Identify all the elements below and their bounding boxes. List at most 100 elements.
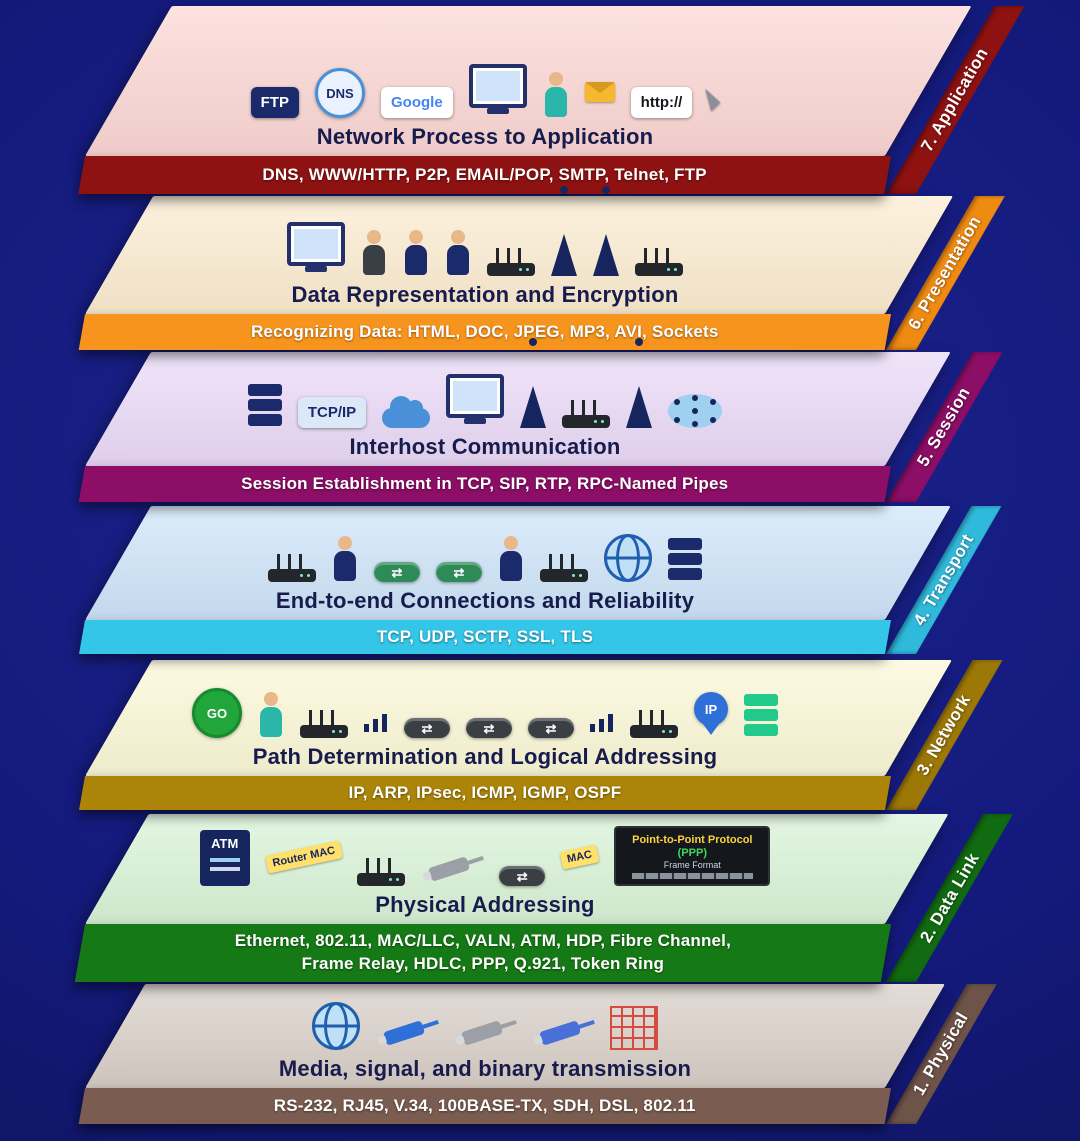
layer-protocol-banner: DNS, WWW/HTTP, P2P, EMAIL/POP, SMTP, Tel… xyxy=(78,156,892,194)
router-icon xyxy=(268,554,316,582)
ethernet-connector-icon xyxy=(460,1020,504,1046)
wifi-router-icon xyxy=(630,710,678,738)
google-search-icon: Google xyxy=(381,87,453,118)
dns-globe-icon: DNS xyxy=(315,68,365,118)
layer-title: Network Process to Application xyxy=(316,124,654,149)
server-rack-icon xyxy=(668,538,702,550)
green-switch-icon xyxy=(436,562,482,582)
router-icon xyxy=(562,400,611,428)
ethernet-cable-icon xyxy=(428,856,471,882)
osi-layer-application: DNS, WWW/HTTP, P2P, EMAIL/POP, SMTP, Tel… xyxy=(0,6,1080,194)
police-courier-icon xyxy=(403,230,429,276)
police-courier-icon xyxy=(498,536,524,582)
osi-layer-data-link: Ethernet, 802.11, MAC/LLC, VALN, ATM, HD… xyxy=(0,814,1080,982)
icon-row xyxy=(287,186,683,276)
switch-icon xyxy=(528,718,574,738)
icon-row xyxy=(268,520,702,582)
atm-machine-icon: ATM xyxy=(199,830,250,886)
layer-title: End-to-end Connections and Reliability xyxy=(275,588,695,613)
layer-protocol-banner: RS-232, RJ45, V.34, 100BASE-TX, SDH, DSL… xyxy=(78,1088,892,1124)
layer-title: Interhost Communication xyxy=(349,434,621,459)
layer-protocol-banner: Ethernet, 802.11, MAC/LLC, VALN, ATM, HD… xyxy=(74,924,892,982)
protocols-line1: Recognizing Data: HTML, DOC, JPEG, MP3, … xyxy=(251,321,719,341)
layer-title: Data Representation and Encryption xyxy=(291,282,679,307)
layer-content: Media, signal, and binary transmission xyxy=(110,984,860,1088)
layer-protocol-banner: TCP, UDP, SCTP, SSL, TLS xyxy=(79,620,891,654)
green-server-icon xyxy=(744,694,778,706)
layer-content: TCP/IP Interhost Communication xyxy=(110,338,860,466)
layer-content: GO IP Path Determination and Logical Addr… xyxy=(110,660,860,776)
radio-tower-icon xyxy=(520,338,547,428)
layer-content: Data Representation and Encryption xyxy=(110,186,860,314)
router-icon xyxy=(487,248,535,276)
presentation-screen-icon xyxy=(287,222,345,266)
protocol-banner-text: Recognizing Data: HTML, DOC, JPEG, MP3, … xyxy=(82,321,888,344)
layer-number-label: 2. Data Link xyxy=(915,849,983,946)
protocols-line1: TCP, UDP, SCTP, SSL, TLS xyxy=(376,626,594,646)
layer-content: FTP DNS Google http:// Network Process to A… xyxy=(110,6,860,156)
workstation-icon xyxy=(446,374,505,418)
protocol-banner-text: RS-232, RJ45, V.34, 100BASE-TX, SDH, DSL… xyxy=(82,1095,888,1118)
protocol-banner-text: DNS, WWW/HTTP, P2P, EMAIL/POP, SMTP, Tel… xyxy=(82,164,888,187)
mac-tag: MAC xyxy=(559,844,600,870)
server-rack-icon xyxy=(247,384,282,396)
presenter-icon xyxy=(361,230,387,276)
icon-row: GO IP xyxy=(192,676,778,738)
http-address-icon: http:// xyxy=(630,87,693,118)
police-courier-icon xyxy=(332,536,358,582)
router-icon xyxy=(635,248,683,276)
protocol-banner-text: IP, ARP, IPsec, ICMP, IGMP, OSPF xyxy=(82,782,888,805)
protocols-line1: Ethernet, 802.11, MAC/LLC, VALN, ATM, HD… xyxy=(234,931,732,951)
email-envelope-icon xyxy=(584,82,615,102)
layer-content: End-to-end Connections and Reliability xyxy=(110,506,860,620)
switch-icon xyxy=(499,866,546,886)
layer-protocol-banner: IP, ARP, IPsec, ICMP, IGMP, OSPF xyxy=(79,776,891,810)
network-topology-icon xyxy=(668,394,723,428)
switch-icon xyxy=(466,718,512,738)
mouse-cursor-icon xyxy=(705,85,723,112)
protocols-line2: Frame Relay, HDLC, PPP, Q.921, Token Rin… xyxy=(301,954,665,973)
wifi-router-icon xyxy=(300,710,348,738)
internet-globe-icon xyxy=(604,534,652,582)
ppp-frame-text-line: Point-to-Point Protocol xyxy=(632,833,753,846)
radio-tower-icon xyxy=(626,338,653,428)
protocol-banner-text: Session Establishment in TCP, SIP, RTP, … xyxy=(82,473,888,496)
icon-row: FTP DNS Google http:// xyxy=(250,56,723,118)
ftp-folder-icon: FTP xyxy=(250,87,299,118)
router-icon xyxy=(540,554,588,582)
ppp-frame-text-line: (PPP) xyxy=(677,846,707,859)
protocol-banner-text: TCP, UDP, SCTP, SSL, TLS xyxy=(82,626,888,649)
go-sign-icon: GO xyxy=(192,688,242,738)
wifi-signal-icon xyxy=(364,712,388,732)
usb-cable-icon xyxy=(538,1020,582,1046)
layer-protocol-banner: Session Establishment in TCP, SIP, RTP, … xyxy=(78,466,892,502)
switch-icon xyxy=(404,718,450,738)
layer-title: Path Determination and Logical Addressin… xyxy=(252,744,718,769)
osi-layer-physical: RS-232, RJ45, V.34, 100BASE-TX, SDH, DSL… xyxy=(0,984,1080,1124)
osi-layer-transport: TCP, UDP, SCTP, SSL, TLS 4. Transport En… xyxy=(0,506,1080,654)
router-icon xyxy=(357,858,406,886)
wifi-signal-icon xyxy=(590,712,614,732)
ppp-frame-text-line: Frame Format xyxy=(663,859,721,870)
layer-title: Physical Addressing xyxy=(375,892,595,917)
person-with-mail-icon xyxy=(543,72,569,118)
desktop-computer-icon xyxy=(468,64,527,108)
tcp-ip-label-icon: TCP/IP xyxy=(297,397,367,428)
osi-layer-network: IP, ARP, IPsec, ICMP, IGMP, OSPF 3. Netw… xyxy=(0,660,1080,810)
police-courier-icon xyxy=(445,230,471,276)
layer-protocol-banner: Recognizing Data: HTML, DOC, JPEG, MP3, … xyxy=(78,314,892,350)
radio-tower-icon xyxy=(551,186,577,276)
ip-pin-icon: IP xyxy=(694,692,728,726)
protocols-line1: RS-232, RJ45, V.34, 100BASE-TX, SDH, DSL… xyxy=(273,1095,696,1115)
fiber-cable-icon xyxy=(382,1020,426,1046)
protocols-line1: Session Establishment in TCP, SIP, RTP, … xyxy=(241,473,729,493)
protocols-line1: IP, ARP, IPsec, ICMP, IGMP, OSPF xyxy=(348,782,622,802)
ppp-frame-format-icon: Point-to-Point Protocol(PPP)Frame Format xyxy=(614,826,771,886)
osi-layer-presentation: Recognizing Data: HTML, DOC, JPEG, MP3, … xyxy=(0,186,1080,350)
cloud-computing-icon xyxy=(382,396,431,428)
osi-layer-session: Session Establishment in TCP, SIP, RTP, … xyxy=(0,338,1080,502)
layer-title: Media, signal, and binary transmission xyxy=(278,1056,692,1081)
